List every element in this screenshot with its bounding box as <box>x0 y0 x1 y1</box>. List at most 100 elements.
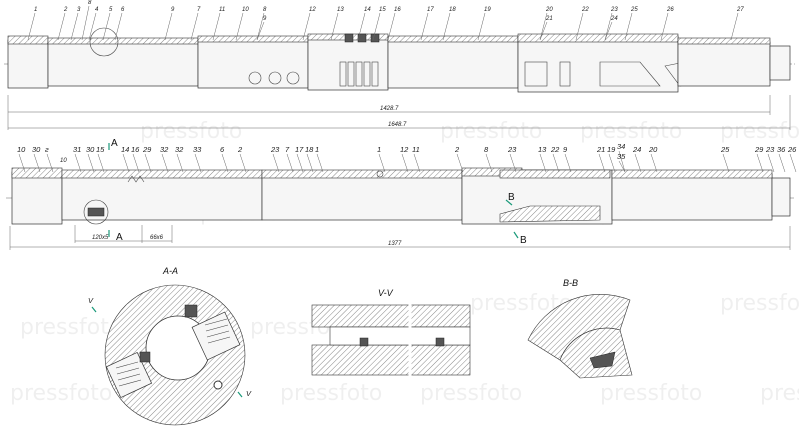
part-label: 33 <box>193 145 202 154</box>
part-label: 22 <box>550 145 560 154</box>
leader-line <box>330 12 339 41</box>
leader-line <box>57 12 66 41</box>
leader-line <box>485 153 493 173</box>
part-label: 1 <box>315 145 319 154</box>
part-label: 24 <box>610 16 618 22</box>
leader-line <box>88 12 97 41</box>
detail-b-b-title: B-B <box>563 278 578 288</box>
watermark-text: pressfoto <box>440 119 542 144</box>
part-label: 1 <box>34 7 37 13</box>
part-label: 12 <box>400 145 409 154</box>
part-label: 12 <box>309 7 316 13</box>
part-label: 30 <box>86 145 95 154</box>
leader-line <box>296 153 304 173</box>
dimension-thread-1: 120x5 <box>92 235 109 241</box>
part-label: 1 <box>377 145 381 154</box>
watermark-text: pressfoto <box>420 381 522 406</box>
detail-a-a-v-marker-top: V <box>88 296 94 305</box>
part-label: 15 <box>96 145 105 154</box>
part-label: 8 <box>88 0 92 6</box>
leader-line <box>756 153 764 173</box>
part-label: 23 <box>610 7 618 13</box>
part-label: 15 <box>379 7 386 13</box>
part-label: 9 <box>563 145 568 154</box>
detail-a-a-title: A-A <box>162 266 178 276</box>
small-dimension-label: 10 <box>60 158 67 164</box>
leader-line <box>413 153 421 173</box>
part-label: 25 <box>630 7 638 13</box>
leader-line <box>272 153 280 173</box>
leader-line <box>316 153 324 173</box>
ribs <box>339 61 379 87</box>
leader-line <box>608 153 616 173</box>
leader-line <box>634 153 642 173</box>
part-label: 32 <box>175 145 184 154</box>
leader-line <box>97 153 105 173</box>
part-label: 20 <box>545 7 553 13</box>
leader-line <box>420 12 429 41</box>
section-marker-a-bottom: A <box>116 232 123 243</box>
part-label: 14 <box>364 7 371 13</box>
leader-line <box>575 12 584 41</box>
part-label: 11 <box>412 145 420 154</box>
watermark-text: pressfoto <box>600 381 702 406</box>
leader-line <box>378 153 386 173</box>
detail-b-b: B-B <box>527 278 633 379</box>
leader-line <box>767 153 775 173</box>
leader-line <box>161 153 169 173</box>
part-label: 29 <box>754 145 764 154</box>
part-label: 2 <box>237 145 243 154</box>
leader-line <box>286 153 294 173</box>
leader-line <box>618 160 626 173</box>
leader-line <box>306 153 314 173</box>
leader-line <box>81 5 90 41</box>
part-label: 18 <box>449 7 456 13</box>
part-label: 11 <box>219 7 225 13</box>
leader-line <box>302 12 311 41</box>
leader-line <box>144 153 152 173</box>
part-label: 9 <box>263 16 267 22</box>
leader-line <box>598 153 606 173</box>
part-label: 2 <box>63 7 68 13</box>
leader-line <box>132 153 140 173</box>
leader-line <box>387 12 396 41</box>
part-label: 17 <box>427 7 434 13</box>
leader-line <box>194 153 202 173</box>
part-label: 22 <box>581 7 589 13</box>
leader-line <box>372 12 381 41</box>
leader-line <box>650 153 658 173</box>
part-label: 25 <box>720 145 730 154</box>
part-label: 17 <box>295 145 304 154</box>
part-label: 5 <box>109 7 113 13</box>
part-label: 23 <box>507 145 517 154</box>
part-label: 4 <box>95 7 99 13</box>
leader-line <box>509 153 517 173</box>
leader-line <box>256 21 265 41</box>
part-label: 10 <box>242 7 249 13</box>
watermark-text: pressfoto <box>580 119 682 144</box>
watermark-text: pressfoto <box>140 119 242 144</box>
part-label: 6 <box>220 145 225 154</box>
part-label: 19 <box>484 7 491 13</box>
section-marker-b-top: B <box>508 192 515 203</box>
part-label: 26 <box>787 145 797 154</box>
leader-line <box>46 153 54 173</box>
leader-line <box>618 150 626 173</box>
leader-line <box>604 21 613 41</box>
part-label: 7 <box>197 7 201 13</box>
leader-line <box>442 12 451 41</box>
part-label: 13 <box>538 145 547 154</box>
part-label: 21 <box>545 16 553 22</box>
leader-line <box>789 153 797 173</box>
leader-line <box>18 153 26 173</box>
detail-v-v: V-V <box>311 288 471 380</box>
leader-line <box>122 153 130 173</box>
leader-line <box>539 21 548 41</box>
leader-line <box>212 12 221 41</box>
part-label: 24 <box>632 145 641 154</box>
leader-line <box>70 12 79 41</box>
